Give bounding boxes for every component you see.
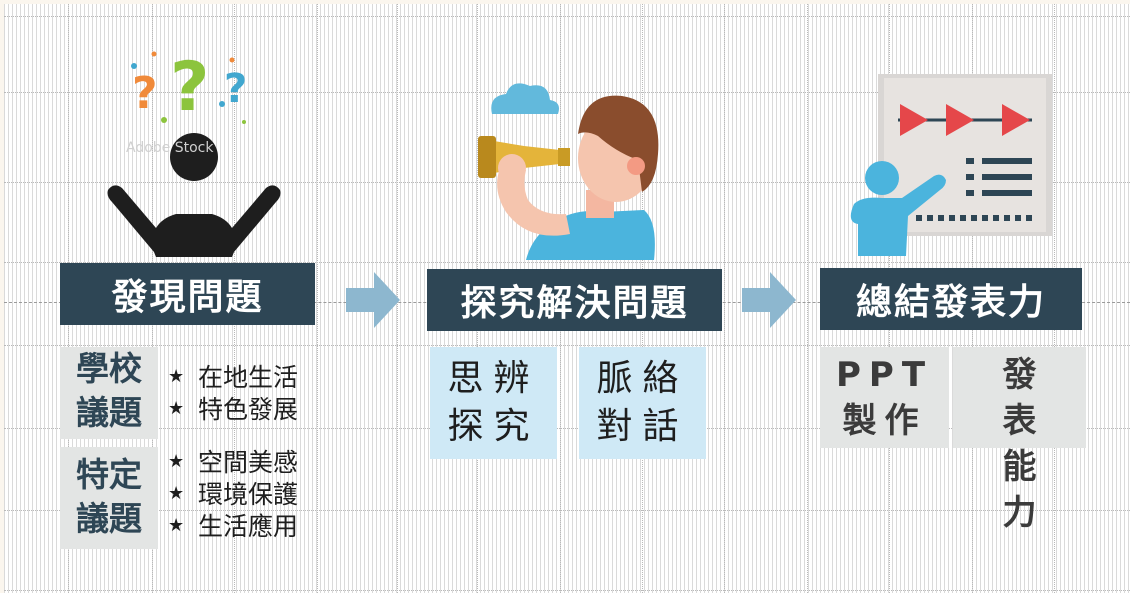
star-icon: ★: [168, 397, 185, 419]
specific-topic-list: ★空間美感 ★環境保護 ★生活應用: [168, 445, 298, 541]
star-icon: ★: [168, 482, 185, 504]
diagram-canvas: ? ? ? Adobe Stock 發現問題 學校 議題 ★在地生活 ★特色發展…: [4, 4, 1130, 593]
watermark: Adobe Stock: [126, 140, 214, 156]
ppt-making-box: PPT 製作: [820, 347, 949, 448]
star-icon: ★: [168, 514, 185, 536]
presenter-board-icon: [850, 74, 1052, 256]
svg-text:?: ?: [132, 68, 158, 119]
critical-inquiry-box: 思辨 探究: [430, 347, 557, 459]
context-dialogue-box: 脈絡 對話: [579, 347, 706, 459]
school-topic-label: 學校 議題: [60, 347, 158, 439]
presentation-ability-box: 發表 能力: [953, 347, 1086, 533]
svg-text:?: ?: [170, 48, 209, 127]
star-icon: ★: [168, 450, 185, 472]
list-item: ★在地生活: [168, 363, 299, 392]
specific-topic-label: 特定 議題: [60, 447, 158, 549]
step3-title: 總結發表力: [820, 268, 1082, 330]
list-item: ★環境保護: [168, 480, 299, 509]
school-topic-list: ★在地生活 ★特色發展: [168, 360, 298, 424]
list-item: ★特色發展: [168, 395, 299, 424]
confused-person-icon: ? ? ? Adobe Stock: [107, 48, 281, 257]
svg-text:?: ?: [224, 66, 247, 112]
step2-title: 探究解決問題: [427, 269, 722, 331]
list-item: ★空間美感: [168, 448, 299, 477]
star-icon: ★: [168, 365, 185, 387]
list-item: ★生活應用: [168, 512, 299, 541]
arrow-right-icon: [742, 272, 796, 328]
person-telescope-icon: [478, 83, 659, 260]
arrow-right-icon: [346, 272, 400, 328]
step1-title: 發現問題: [60, 263, 315, 325]
